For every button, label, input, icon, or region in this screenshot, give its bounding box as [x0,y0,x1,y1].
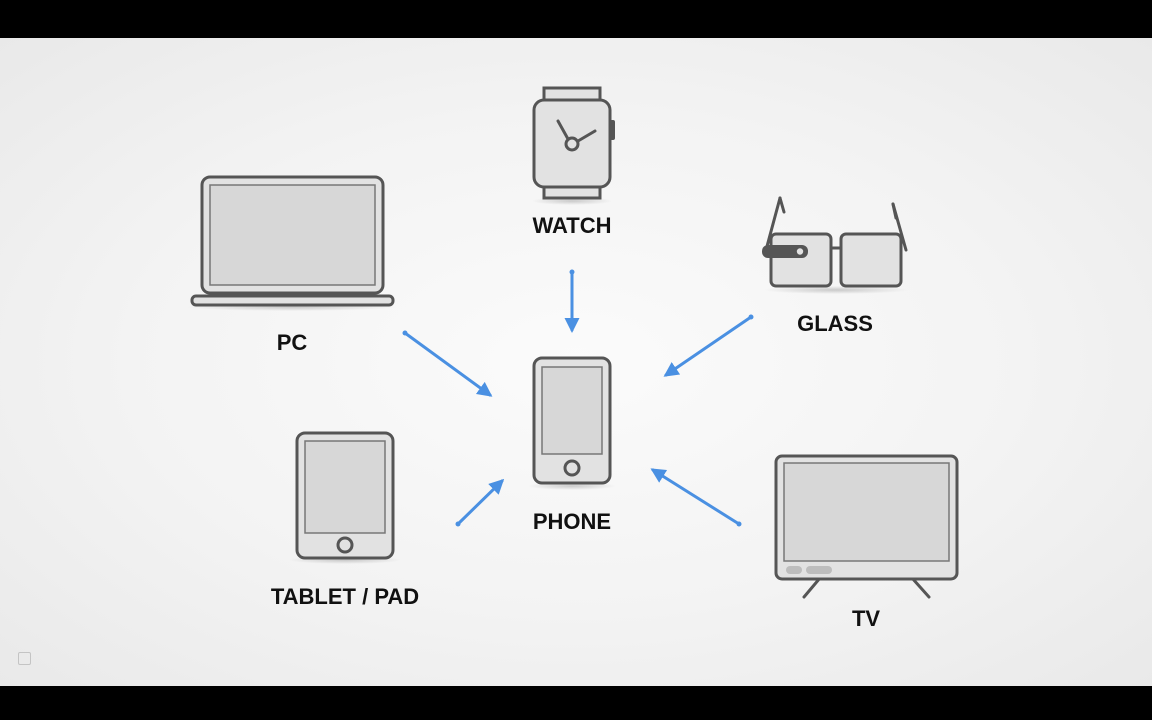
phone-icon [528,356,616,490]
device-diagram [186,86,959,599]
watermark-logo [18,652,35,665]
diagram-slide: WATCH GLASS PC PHONE TABLET / PAD TV [0,38,1152,686]
glass-icon [762,196,908,294]
tablet-icon [289,431,401,564]
glass-label: GLASS [797,311,873,336]
arrow-pc-to-phone [403,331,493,397]
tv-icon [774,454,959,599]
arrow-glass-to-phone [663,315,753,377]
letterbox-bottom [0,686,1152,720]
letterbox-top [0,0,1152,38]
pc-label: PC [276,330,308,355]
arrows [403,270,753,526]
phone-label: PHONE [532,509,612,534]
tablet-label: TABLET / PAD [270,584,420,609]
arrow-tv-to-phone [650,468,741,526]
pc-icon [186,175,398,311]
arrow-tablet-to-phone [456,478,505,526]
tv-label: TV [851,606,881,631]
watch-label: WATCH [532,213,612,238]
watch-icon [532,86,615,205]
arrow-tail-dots [402,269,754,527]
